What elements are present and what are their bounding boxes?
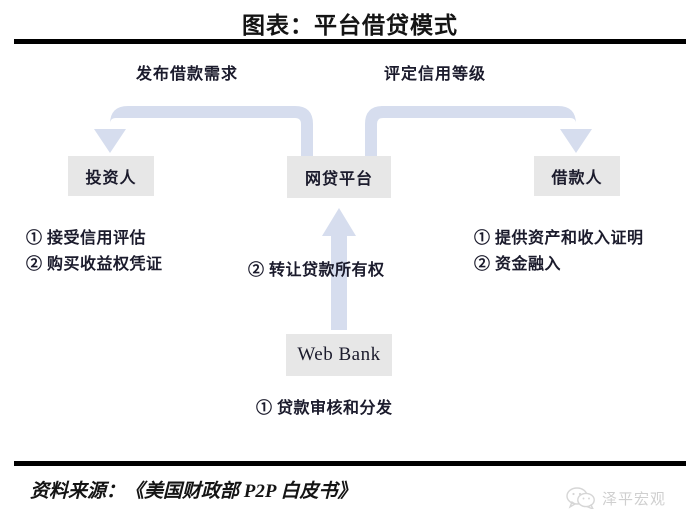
watermark: 泽平宏观 (566, 487, 666, 509)
wechat-icon (566, 487, 595, 509)
note-transfer-loan-ownership: ② 转让贷款所有权 (248, 262, 385, 279)
investor-step-list: ① 接受信用评估 ② 购买收益权凭证 (26, 226, 163, 278)
node-web-bank: Web Bank (286, 334, 392, 376)
node-investor: 投资人 (68, 156, 154, 196)
list-item: ② 资金融入 (474, 256, 562, 273)
title-divider-rule (14, 39, 686, 44)
borrower-step-list: ① 提供资产和收入证明 ② 资金融入 (474, 226, 644, 278)
figure-title: 图表：平台借贷模式 (242, 13, 458, 38)
flow-label-credit-rating: 评定信用等级 (384, 66, 487, 83)
list-item: ② 购买收益权凭证 (26, 256, 163, 273)
list-item: ① 提供资产和收入证明 (474, 230, 644, 247)
source-note: 资料来源：《美国财政部 P2P 白皮书》 (30, 481, 357, 502)
source-divider-rule (14, 461, 686, 466)
node-borrower: 借款人 (534, 156, 620, 196)
flow-label-publish-loan-request: 发布借款需求 (136, 66, 239, 83)
watermark-label: 泽平宏观 (602, 490, 667, 508)
list-item: ① 接受信用评估 (26, 230, 147, 247)
note-loan-review-distribution: ① 贷款审核和分发 (256, 400, 393, 417)
node-platform: 网贷平台 (287, 156, 391, 198)
